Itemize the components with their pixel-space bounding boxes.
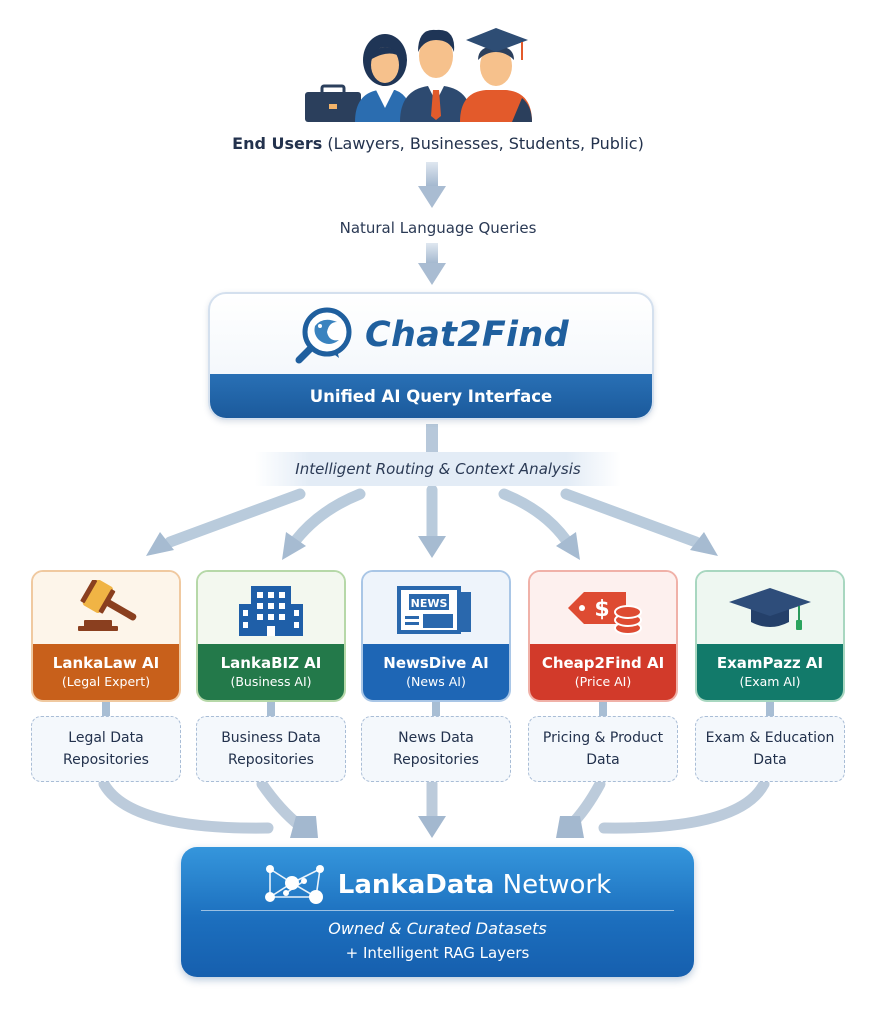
agent-role: (Price AI) (574, 674, 632, 689)
briefcase-icon (305, 84, 361, 122)
agent-name: LankaLaw AI (52, 654, 160, 672)
agent-card-lankalaw: LankaLaw AI (Legal Expert) (31, 570, 181, 702)
chat2find-header: Chat2Find (210, 294, 652, 376)
agent-card-top: NEWS (363, 572, 509, 648)
arrow-queries-to-chat2find (418, 243, 446, 285)
repo-label: Legal Data Repositories (63, 730, 149, 768)
chat2find-subtitle-band: Unified AI Query Interface (210, 374, 652, 418)
svg-text:$: $ (594, 597, 609, 622)
repo-exam: Exam & Education Data (695, 716, 845, 782)
lankadata-header: LankaData Network (181, 861, 694, 909)
lankadata-network-box: LankaData Network Owned & Curated Datase… (181, 847, 694, 977)
arrow-from-exam (598, 778, 770, 834)
agent-role: (News AI) (406, 674, 466, 689)
chat-search-icon (295, 307, 352, 364)
lankadata-line-1: Owned & Curated Datasets (328, 919, 547, 938)
connector-newsdive (432, 702, 440, 716)
arrowhead-news (418, 816, 446, 838)
repo-business: Business Data Repositories (196, 716, 346, 782)
arrow-to-exampazz (560, 488, 702, 548)
connector-cheap2find (599, 702, 607, 716)
agent-name: ExamPazz AI (716, 654, 824, 672)
agent-card-band: LankaBIZ AI (Business AI) (198, 644, 344, 700)
lankadata-divider (201, 910, 674, 911)
repo-label: Pricing & Product Data (542, 730, 664, 768)
chat2find-subtitle: Unified AI Query Interface (309, 386, 553, 406)
end-users-label: End Users (Lawyers, Businesses, Students… (232, 134, 644, 153)
arrow-to-lankalaw (164, 488, 306, 548)
arrow-to-lankabiz (290, 488, 366, 546)
repo-pricing: Pricing & Product Data (528, 716, 678, 782)
agent-card-band: NewsDive AI (News AI) (363, 644, 509, 700)
repo-news: News Data Repositories (361, 716, 511, 782)
chat2find-box: Chat2Find Unified AI Query Interface (208, 292, 654, 420)
arrowhead-cheap2find (556, 532, 580, 560)
arrow-users-to-queries (418, 162, 446, 208)
routing-band: Intelligent Routing & Context Analysis (255, 452, 621, 486)
gavel-icon (78, 580, 137, 631)
agent-role: (Exam AI) (739, 674, 801, 689)
arrowhead-lankalaw (146, 532, 174, 556)
agent-card-top (697, 572, 843, 648)
agent-card-top (198, 572, 344, 648)
svg-text:NEWS: NEWS (411, 597, 448, 610)
connector-lankalaw (102, 702, 110, 716)
agent-card-top: $ (530, 572, 676, 648)
arrow-chat2find-to-routing (426, 424, 438, 454)
end-users-illustration (305, 28, 532, 122)
repo-merge-arrows (98, 778, 770, 834)
repo-label: News Data Repositories (393, 730, 479, 768)
agent-card-cheap2find: $ Cheap2Find AI (Price AI) (528, 570, 678, 702)
student-graduate-icon (460, 28, 532, 122)
agent-role: (Business AI) (230, 674, 312, 689)
agent-card-band: ExamPazz AI (Exam AI) (697, 644, 843, 700)
lankadata-title: LankaData Network (337, 870, 612, 900)
repo-label: Exam & Education Data (705, 730, 835, 768)
routing-fanout-arrows (164, 484, 702, 548)
chat2find-title: Chat2Find (365, 315, 569, 355)
lankadata-line-2: + Intelligent RAG Layers (345, 944, 530, 962)
arrowhead-pricing (556, 816, 584, 838)
arrowhead-business (290, 816, 318, 838)
agent-card-band: LankaLaw AI (Legal Expert) (33, 644, 179, 700)
newspaper-icon: NEWS (397, 586, 471, 634)
arrow-from-legal (98, 778, 274, 834)
businessman-icon (400, 29, 472, 122)
agent-card-lankabiz: LankaBIZ AI (Business AI) (196, 570, 346, 702)
agent-card-newsdive: NEWS NewsDive AI (News AI) (361, 570, 511, 702)
businesswoman-icon (355, 34, 412, 122)
agent-name: NewsDive AI (383, 654, 489, 672)
repo-label: Business Data Repositories (221, 730, 321, 768)
connector-lankabiz (267, 702, 275, 716)
agent-card-band: Cheap2Find AI (Price AI) (530, 644, 676, 700)
arrowhead-newsdive (418, 536, 446, 558)
natural-language-queries-label: Natural Language Queries (339, 219, 537, 237)
repo-legal: Legal Data Repositories (31, 716, 181, 782)
agent-card-exampazz: ExamPazz AI (Exam AI) (695, 570, 845, 702)
office-building-icon (239, 586, 303, 636)
agent-name: LankaBIZ AI (220, 654, 322, 672)
arrow-from-pricing (564, 778, 606, 832)
arrowhead-exampazz (690, 532, 718, 556)
price-tag-coins-icon: $ (568, 592, 642, 635)
agent-name: Cheap2Find AI (541, 654, 665, 672)
arrow-from-business (256, 778, 306, 832)
arrow-to-cheap2find (498, 488, 572, 546)
network-nodes-icon (264, 865, 324, 904)
agent-role: (Legal Expert) (61, 674, 151, 689)
arrowhead-lankabiz (282, 532, 306, 560)
connector-exampazz (766, 702, 774, 716)
agent-card-top (33, 572, 179, 648)
graduation-cap-icon (729, 588, 811, 630)
routing-label: Intelligent Routing & Context Analysis (295, 460, 581, 478)
